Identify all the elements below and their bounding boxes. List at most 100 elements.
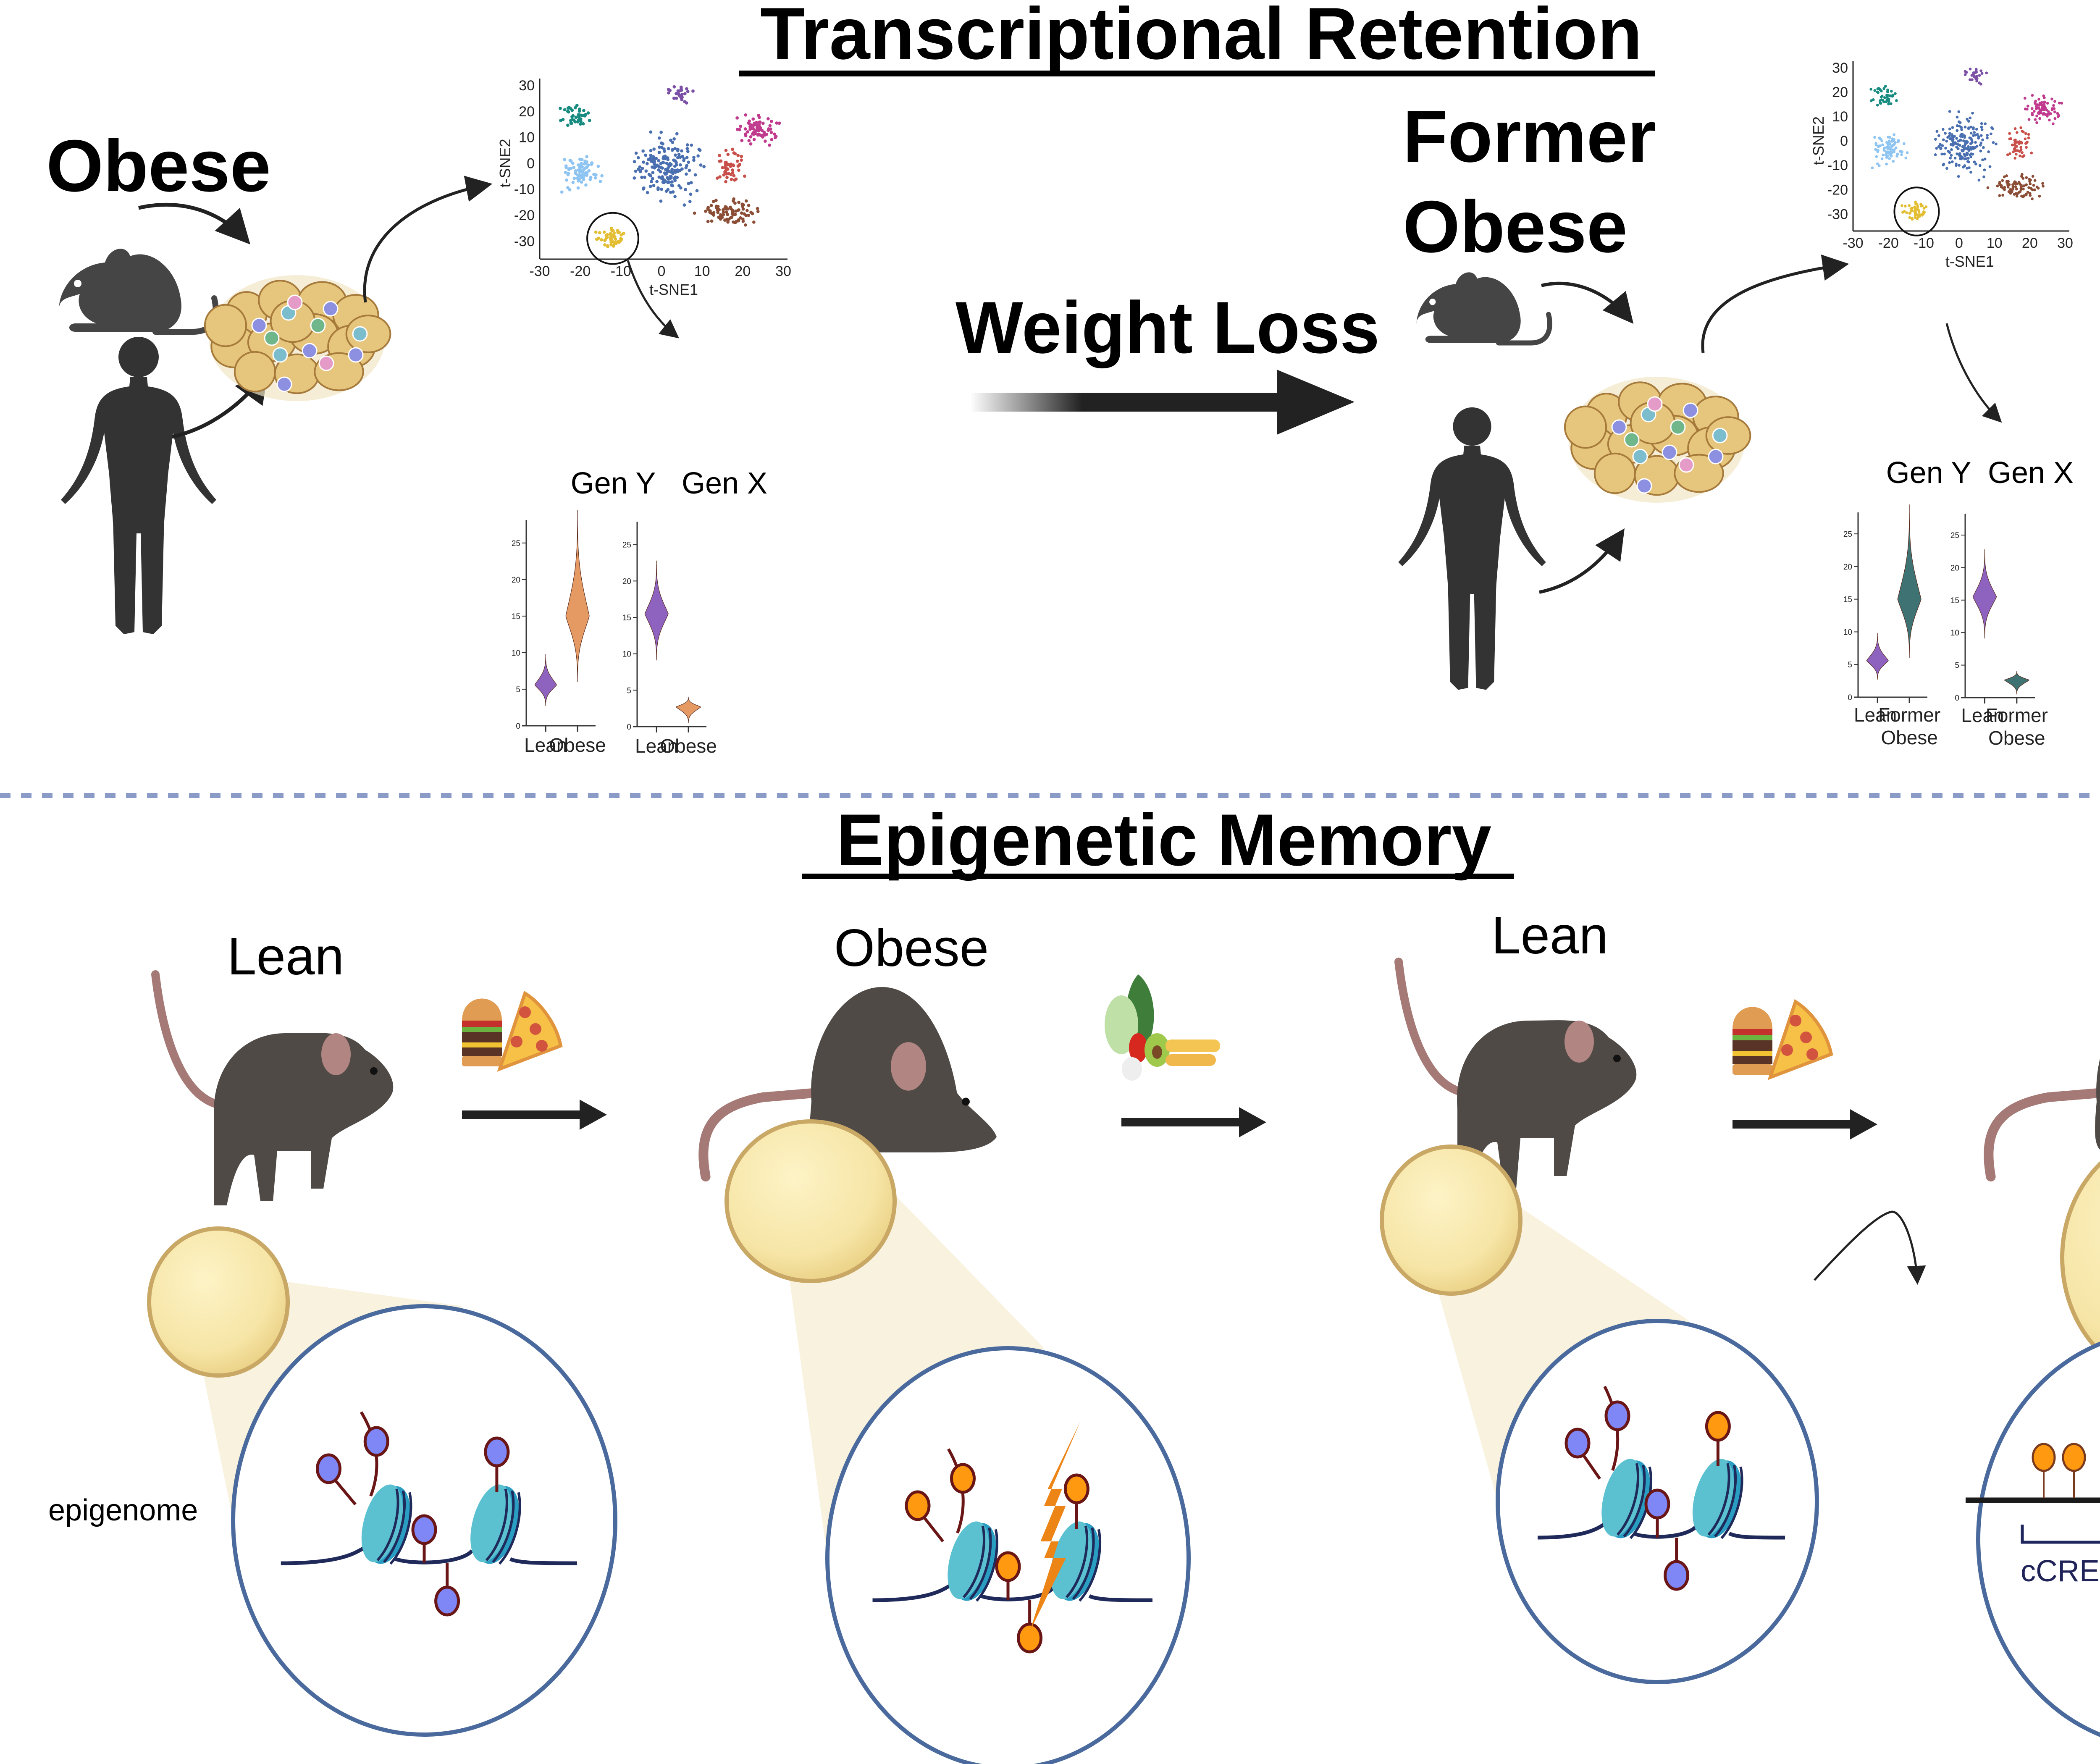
data-point	[578, 109, 581, 113]
data-point	[737, 168, 740, 172]
data-point	[751, 131, 755, 134]
data-point	[1973, 131, 1976, 134]
cabbage	[1105, 995, 1138, 1054]
data-point	[675, 92, 678, 95]
data-point	[641, 149, 645, 153]
data-point	[559, 107, 562, 110]
data-point	[616, 229, 620, 232]
data-point	[1980, 72, 1984, 75]
data-point	[669, 175, 673, 178]
data-point	[1948, 161, 1951, 164]
arrow-icon	[1121, 1107, 1266, 1137]
data-point	[1916, 205, 1919, 208]
nucleosome-icon	[1050, 1521, 1102, 1602]
data-point	[2027, 186, 2030, 189]
data-point	[588, 178, 592, 181]
data-point	[2026, 105, 2029, 108]
x-category-label: Obese	[1881, 727, 1938, 748]
y-tick-label: -20	[514, 207, 535, 223]
data-point	[567, 168, 571, 171]
cluster-magenta	[735, 113, 781, 147]
data-point	[2033, 101, 2037, 105]
cluster-blue	[633, 130, 706, 207]
data-point	[1978, 74, 1981, 77]
data-point	[680, 95, 684, 99]
data-point	[1918, 213, 1921, 216]
dna-mark	[995, 1551, 1021, 1582]
data-point	[729, 165, 732, 168]
data-point	[1967, 127, 1970, 130]
data-point	[1908, 204, 1911, 207]
data-point	[685, 143, 689, 147]
data-point	[1974, 141, 1977, 144]
nucleosome-icon	[470, 1484, 521, 1565]
dna-mark	[411, 1514, 437, 1545]
data-point	[1939, 147, 1942, 150]
data-point	[640, 176, 643, 179]
adipocyte	[1705, 416, 1751, 455]
x-category-label: Obese	[1988, 727, 2045, 749]
data-point	[696, 154, 700, 158]
data-point	[564, 171, 567, 174]
mouse-tail	[151, 970, 223, 1109]
data-point	[571, 118, 574, 121]
data-point	[733, 221, 737, 224]
data-point	[678, 163, 682, 167]
data-point	[2035, 114, 2038, 118]
data-point	[1883, 96, 1886, 99]
x-category-label: Lean	[524, 734, 567, 756]
data-point	[2052, 104, 2055, 107]
data-point	[2025, 176, 2028, 179]
top-section: Transcriptional Retention Obese -30-20-1…	[46, 0, 2074, 757]
y-tick-label: 25	[622, 541, 631, 550]
data-point	[688, 168, 691, 172]
cluster-teal	[1869, 85, 1898, 107]
data-point	[2023, 97, 2026, 100]
data-point	[1876, 90, 1879, 94]
data-point	[1957, 110, 1961, 113]
data-point	[1979, 142, 1983, 144]
weight-loss-arrow-head	[1277, 370, 1354, 435]
data-point	[1940, 152, 1944, 156]
data-point	[1951, 143, 1955, 147]
data-point	[1876, 150, 1880, 153]
data-point	[649, 154, 653, 157]
data-point	[702, 165, 706, 168]
data-point	[683, 100, 687, 103]
burger-bun-bottom	[462, 1056, 502, 1066]
data-point	[682, 203, 686, 207]
data-point	[1953, 135, 1956, 138]
data-point	[1964, 157, 1968, 160]
adipocyte-icon	[724, 1119, 897, 1283]
x-tick-label: -30	[529, 263, 550, 279]
data-point	[1903, 142, 1906, 145]
data-point	[1964, 73, 1967, 76]
data-point	[1886, 90, 1889, 94]
y-tick-label: 20	[1950, 564, 1959, 572]
immune-cell	[272, 347, 288, 363]
data-point	[654, 157, 658, 160]
data-point	[1874, 148, 1877, 151]
data-point	[1888, 136, 1891, 139]
data-point	[2015, 194, 2019, 198]
dna-mark	[434, 1586, 460, 1617]
violin-lean	[534, 654, 557, 706]
data-point	[648, 156, 652, 160]
data-point	[571, 114, 575, 118]
data-point	[1987, 150, 1990, 153]
mouse-tail	[1394, 958, 1466, 1096]
data-point	[576, 173, 580, 177]
data-point	[657, 159, 661, 163]
y-tick-label: 20	[519, 104, 535, 120]
data-point	[1966, 152, 1969, 155]
data-point	[1990, 132, 1992, 136]
data-point	[735, 159, 739, 163]
data-point	[674, 171, 677, 174]
data-point	[1965, 167, 1969, 170]
data-point	[737, 219, 740, 223]
data-point	[1967, 160, 1970, 164]
data-point	[706, 220, 710, 223]
